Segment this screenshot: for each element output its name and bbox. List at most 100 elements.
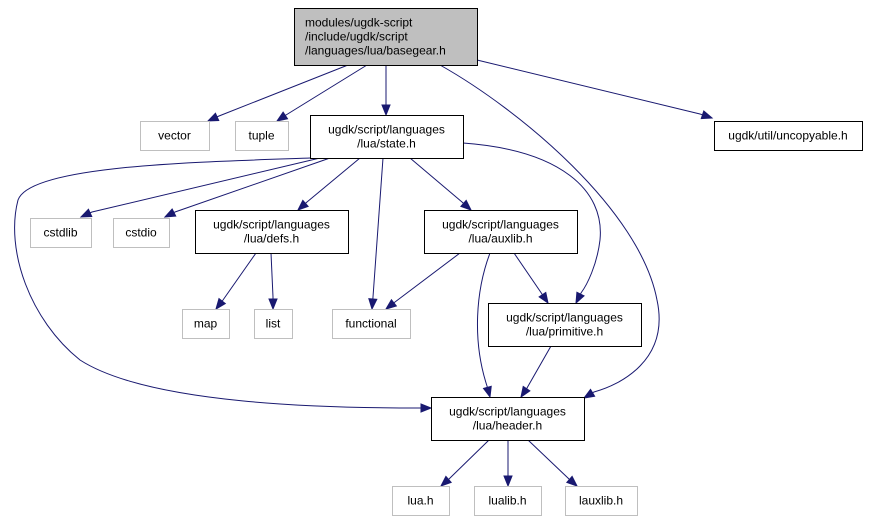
node-list: list bbox=[254, 309, 293, 339]
edge-line bbox=[270, 252, 274, 299]
node-box bbox=[235, 121, 289, 151]
edge-defs-list bbox=[268, 252, 278, 311]
arrowhead-icon bbox=[460, 199, 473, 211]
arrowhead-icon bbox=[575, 291, 585, 305]
node-box bbox=[431, 397, 585, 441]
edge-auxlib-header bbox=[476, 252, 492, 399]
arrowhead-icon bbox=[482, 385, 492, 399]
arrowhead-icon bbox=[215, 297, 227, 311]
edge-state-primitive bbox=[462, 142, 601, 305]
edge-line bbox=[216, 64, 349, 118]
node-label-line: vector bbox=[158, 129, 191, 143]
edge-state-auxlib bbox=[409, 157, 473, 211]
node-label-line: ugdk/script/languages bbox=[442, 218, 559, 232]
node-box bbox=[294, 8, 478, 66]
edge-basegear-vector bbox=[206, 64, 349, 122]
edge-line bbox=[439, 64, 660, 394]
arrowhead-icon bbox=[79, 208, 93, 218]
edge-state-cstdlib bbox=[79, 157, 321, 218]
node-primitive[interactable]: ugdk/script/languages/lua/primitive.h bbox=[488, 303, 642, 347]
node-box bbox=[714, 121, 863, 151]
arrowhead-icon bbox=[520, 385, 531, 399]
node-lua: lua.h bbox=[392, 486, 450, 516]
edge-state-functional bbox=[368, 157, 384, 311]
node-lauxlib: lauxlib.h bbox=[565, 486, 638, 516]
edge-defs-map bbox=[215, 252, 257, 311]
edge-line bbox=[526, 345, 552, 389]
edge-line bbox=[448, 439, 490, 480]
edge-line bbox=[14, 157, 421, 409]
node-state[interactable]: ugdk/script/languages/lua/state.h bbox=[310, 115, 464, 159]
arrowhead-icon bbox=[381, 104, 391, 117]
node-label-line: /lua/defs.h bbox=[244, 232, 299, 246]
node-label-line: ugdk/util/uncopyable.h bbox=[728, 129, 847, 143]
arrowhead-icon bbox=[700, 110, 714, 120]
node-label-line: /lua/header.h bbox=[473, 419, 542, 433]
node-label-line: modules/ugdk-script bbox=[305, 16, 413, 30]
node-defs[interactable]: ugdk/script/languages/lua/defs.h bbox=[195, 210, 349, 254]
node-label-line: /include/ugdk/script bbox=[305, 30, 408, 44]
node-uncopyable[interactable]: ugdk/util/uncopyable.h bbox=[714, 121, 863, 151]
edge-state-defs bbox=[296, 157, 361, 211]
arrowhead-icon bbox=[368, 298, 378, 311]
edge-header-lauxlib bbox=[527, 439, 579, 487]
node-functional: functional bbox=[332, 309, 411, 339]
node-label-line: functional bbox=[345, 317, 396, 331]
edge-auxlib-functional bbox=[384, 252, 461, 310]
edge-layer bbox=[14, 59, 714, 488]
arrowhead-icon bbox=[163, 208, 177, 218]
node-cstdio: cstdio bbox=[113, 218, 170, 248]
node-box bbox=[424, 210, 578, 254]
edge-line bbox=[285, 64, 368, 116]
edge-basegear-header bbox=[439, 64, 660, 399]
arrowhead-icon bbox=[565, 475, 579, 487]
node-label-line: tuple bbox=[248, 129, 274, 143]
node-box bbox=[113, 218, 170, 248]
node-box bbox=[182, 309, 230, 339]
arrowhead-icon bbox=[503, 475, 513, 488]
arrowhead-icon bbox=[538, 291, 549, 305]
node-box bbox=[30, 218, 92, 248]
node-label-line: lua.h bbox=[407, 494, 433, 508]
node-label-line: cstdio bbox=[125, 226, 157, 240]
node-label-line: list bbox=[266, 317, 281, 331]
edge-line bbox=[305, 157, 361, 204]
node-label-line: map bbox=[194, 317, 218, 331]
node-tuple: tuple bbox=[235, 121, 289, 151]
edge-line bbox=[476, 252, 491, 388]
edge-state-header bbox=[14, 157, 433, 413]
edge-line bbox=[372, 157, 384, 300]
arrowhead-icon bbox=[420, 403, 433, 413]
arrowhead-icon bbox=[384, 298, 398, 310]
node-box bbox=[488, 303, 642, 347]
edge-basegear-uncopyable bbox=[476, 59, 714, 120]
arrowhead-icon bbox=[296, 199, 309, 211]
node-label-line: ugdk/script/languages bbox=[506, 311, 623, 325]
arrowhead-icon bbox=[206, 112, 220, 122]
node-auxlib[interactable]: ugdk/script/languages/lua/auxlib.h bbox=[424, 210, 578, 254]
node-label-line: cstdlib bbox=[43, 226, 77, 240]
node-label-line: lualib.h bbox=[488, 494, 526, 508]
node-label-line: lauxlib.h bbox=[579, 494, 623, 508]
node-label-line: /lua/state.h bbox=[357, 137, 416, 151]
node-box bbox=[392, 486, 450, 516]
node-box bbox=[254, 309, 293, 339]
edge-basegear-state bbox=[381, 65, 391, 117]
arrowhead-icon bbox=[275, 111, 289, 122]
arrowhead-icon bbox=[439, 475, 453, 487]
edge-state-cstdio bbox=[163, 157, 331, 218]
arrowhead-icon bbox=[582, 388, 596, 399]
node-box bbox=[332, 309, 411, 339]
edge-line bbox=[221, 252, 257, 302]
edge-line bbox=[393, 252, 461, 304]
edge-header-lua bbox=[439, 439, 490, 487]
node-map: map bbox=[182, 309, 230, 339]
edge-auxlib-primitive bbox=[513, 252, 549, 305]
edge-line bbox=[513, 252, 543, 295]
node-box bbox=[565, 486, 638, 516]
node-box bbox=[310, 115, 464, 159]
node-cstdlib: cstdlib bbox=[30, 218, 92, 248]
edge-basegear-tuple bbox=[275, 64, 368, 122]
node-header[interactable]: ugdk/script/languages/lua/header.h bbox=[431, 397, 585, 441]
node-box bbox=[474, 486, 542, 516]
